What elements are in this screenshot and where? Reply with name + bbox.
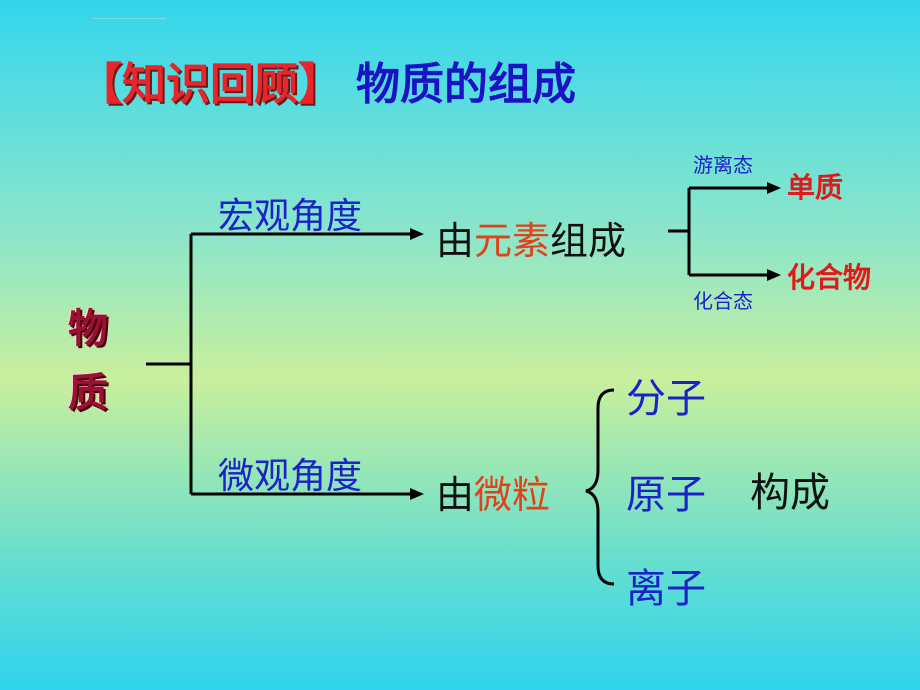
title-main: 物质的组成	[356, 59, 576, 110]
decorative-line	[92, 18, 166, 19]
free-state-label: 游离态	[693, 153, 753, 177]
compose-word: 组成	[550, 219, 627, 263]
particle-molecule: 分子	[626, 376, 706, 422]
macro-arrowhead	[410, 228, 424, 240]
title-tag: 【知识回顾】	[78, 59, 342, 110]
micro-you: 由	[436, 473, 475, 517]
combined-arrowhead	[767, 269, 781, 281]
particle-atom: 原子	[626, 472, 706, 518]
particles-suffix: 构成	[750, 470, 830, 516]
free-arrowhead	[767, 182, 781, 194]
macro-result: 由元素组成	[436, 210, 626, 265]
root-char-1: 物	[68, 306, 108, 352]
micro-result: 由微粒	[436, 464, 550, 519]
root-char-2: 质	[68, 370, 108, 416]
macro-label: 宏观角度	[218, 196, 363, 237]
micro-label: 微观角度	[218, 456, 363, 497]
macro-you: 由	[436, 219, 475, 263]
slide-title: 【知识回顾】物质的组成	[78, 48, 576, 112]
particle-ion: 离子	[626, 566, 706, 612]
particles-brace	[585, 388, 615, 586]
particle-word: 微粒	[474, 473, 551, 517]
combined-result: 化合物	[787, 261, 872, 294]
element-word: 元素	[474, 219, 551, 263]
micro-arrowhead	[410, 488, 424, 500]
combined-state-label: 化合态	[693, 289, 753, 313]
free-result: 单质	[787, 171, 844, 204]
